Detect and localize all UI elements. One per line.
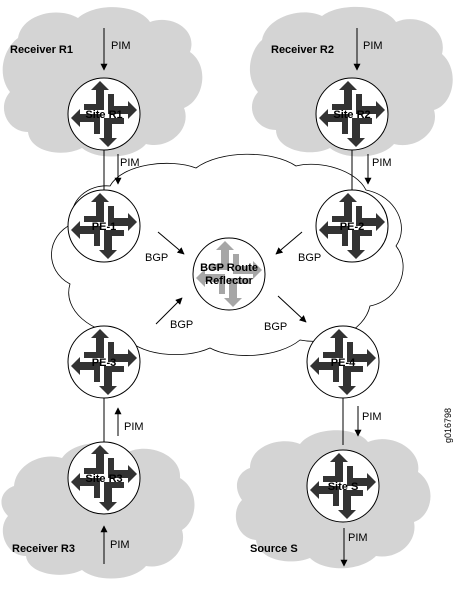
router-label: PE-1 xyxy=(92,221,116,233)
router-pe-4[interactable]: PE-4 xyxy=(306,325,380,399)
router-pe-3[interactable]: PE-3 xyxy=(67,325,141,399)
router-label: PE-2 xyxy=(340,221,364,233)
router-label: PE-4 xyxy=(331,357,356,369)
reflector-label-line2: Reflector xyxy=(205,275,253,287)
router-pe-1[interactable]: PE-1 xyxy=(67,189,141,263)
router-label: Site R1 xyxy=(85,109,122,121)
figure-id: g016798 xyxy=(443,408,453,443)
router-site-r3[interactable]: Site R3 xyxy=(67,441,141,515)
bgp-arrow-pe1 xyxy=(157,231,185,255)
pim-label: PIM xyxy=(111,40,131,52)
pim-label: PIM xyxy=(363,40,383,52)
router-site-r2[interactable]: Site R2 xyxy=(315,77,389,151)
bgp-arrow-pe4 xyxy=(277,295,307,323)
bgp-label: BGP xyxy=(298,252,321,264)
pim-label: PIM xyxy=(348,532,368,544)
reflector-label-line1: BGP Route xyxy=(200,262,258,274)
receiver-r3-label: Receiver R3 xyxy=(12,543,75,555)
bgp-arrow-pe2 xyxy=(275,231,303,255)
router-label: Site R3 xyxy=(85,473,122,485)
router-pe-2[interactable]: PE-2 xyxy=(315,189,389,263)
bgp-label: BGP xyxy=(145,252,168,264)
pim-label: PIM xyxy=(124,421,144,433)
pim-label: PIM xyxy=(362,411,382,423)
bgp-label: BGP xyxy=(264,321,287,333)
receiver-r1-label: Receiver R1 xyxy=(10,44,73,56)
router-site-s[interactable]: Site S xyxy=(306,449,380,523)
receiver-r2-label: Receiver R2 xyxy=(271,44,334,56)
router-label: Site R2 xyxy=(333,109,370,121)
bgp-arrow-pe3 xyxy=(155,297,183,325)
router-site-r1[interactable]: Site R1 xyxy=(67,77,141,151)
bgp-label: BGP xyxy=(170,319,193,331)
pim-label: PIM xyxy=(372,157,392,169)
bgp-route-reflector[interactable]: BGP Route Reflector xyxy=(192,237,266,311)
source-s-label: Source S xyxy=(250,543,298,555)
router-label: PE-3 xyxy=(92,357,116,369)
pim-label: PIM xyxy=(120,157,140,169)
pim-label: PIM xyxy=(110,539,130,551)
router-label: Site S xyxy=(328,481,359,493)
